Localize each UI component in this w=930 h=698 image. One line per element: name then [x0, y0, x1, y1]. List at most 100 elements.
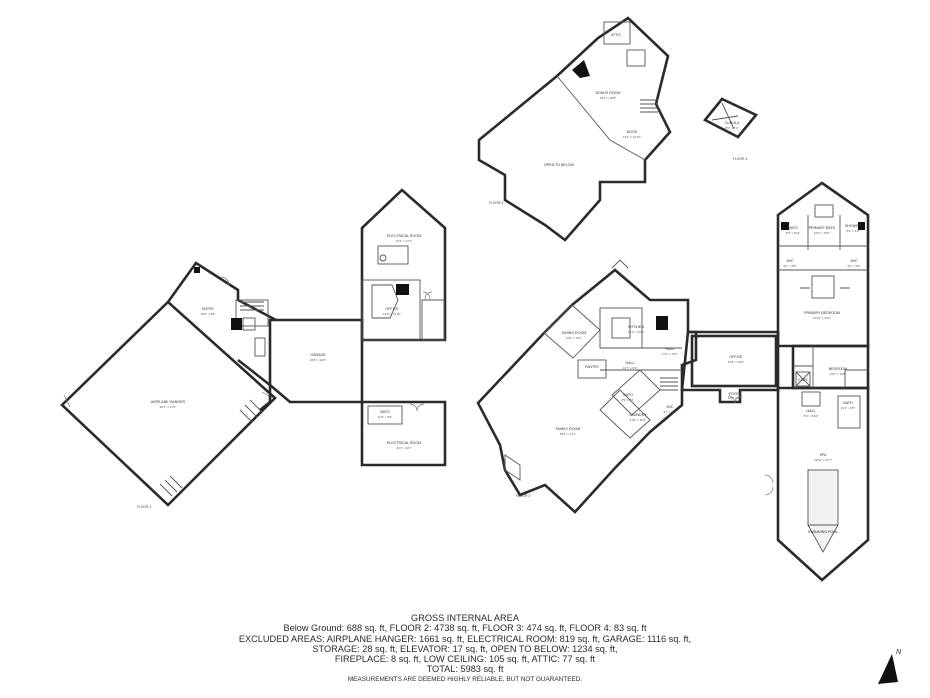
- hangar-entry-walls: [166, 261, 277, 322]
- pool-end: [807, 524, 839, 553]
- room-label-shower: SHOWER: [845, 224, 862, 228]
- room-dim-cupola: 8'2" x 7'3": [725, 126, 738, 130]
- room-label-entry: ENTRY: [202, 307, 215, 311]
- closet-island: [811, 275, 835, 299]
- hangar-steps: [159, 475, 183, 497]
- cupola-frame: [711, 102, 739, 130]
- floor-3-label: FLOOR 3: [489, 201, 504, 205]
- room-dim-family: 25'8" x 21'1": [560, 432, 576, 436]
- room-dim-primary-bedroom: 22'11" x 16'9": [813, 316, 831, 320]
- room-dim-hall-east: 17'2" x 10'7": [662, 352, 678, 356]
- bath-east-room: [837, 395, 861, 429]
- room-label-attic: ATTIC: [611, 33, 622, 37]
- room-label-wic-center: WIC: [667, 405, 674, 409]
- room-label-laundry: LAUNDRY: [629, 413, 647, 417]
- garage-hangar-link: [237, 358, 272, 412]
- room-dim-office-west: 15'0" x 11'10": [383, 312, 401, 316]
- kitchen-island: [611, 317, 631, 339]
- hall-se-room: [801, 391, 821, 407]
- room-dim-primary-bath: 16'0" x 10'0": [814, 231, 830, 235]
- summary-line-floors: Below Ground: 688 sq. ft, FLOOR 2: 4738 …: [283, 623, 647, 634]
- room-label-electrical-upper: ELECTRICAL ROOM: [387, 234, 421, 238]
- room-dim-foyer: 14'0" x 6'3": [728, 396, 743, 400]
- room-label-pool: SWIMMING POOL: [808, 530, 838, 534]
- cupola-walls: [702, 97, 759, 139]
- summary-line-excluded-3: FIREPLACE: 8 sq. ft, LOW CEILING: 105 sq…: [334, 654, 596, 665]
- summary-line-excluded-1: EXCLUDED AREAS: AIRPLANE HANGER: 1661 sq…: [238, 633, 692, 644]
- room-dim-shower: 5'0" x 4'6": [846, 229, 859, 233]
- laundry-room: [599, 389, 651, 439]
- room-dim-hall-se: 8'4" x 6'10": [804, 414, 819, 418]
- bay-window: [504, 454, 521, 481]
- door-swing: [220, 276, 230, 286]
- room-label-bedroom: BEDROOM: [829, 367, 848, 371]
- connector-walls: [680, 330, 780, 404]
- room-dim-bath-east: 10'1" x 5'8": [841, 406, 856, 410]
- room-label-wic-b: WIC: [851, 259, 858, 263]
- north-label: N: [896, 649, 902, 656]
- measurement-disclaimer: MEASUREMENTS ARE DEEMED HIGHLY RELIABLE,…: [347, 675, 583, 683]
- floor-1-plan: FLOOR 1 AIRPLANE HANGER 62'3" x 47'0" EN…: [60, 188, 447, 509]
- column: [858, 222, 865, 230]
- room-label-bonus: BONUS ROOM: [596, 91, 621, 95]
- electrical-room-lower-walls: [360, 400, 447, 467]
- room-label-cupola: CUPOLA: [725, 121, 740, 125]
- room-dim-bonus: 19'7" x 18'8": [600, 96, 616, 100]
- floor-2-label: FLOOR 2: [516, 494, 531, 498]
- elevator-shaft: [795, 371, 811, 387]
- chimney: [396, 284, 409, 295]
- garage-walls: [268, 318, 364, 404]
- room-dim-nook: 13'1" x 12'10": [623, 135, 641, 139]
- room-label-wic-a: WIC: [787, 259, 794, 263]
- entry-stairs: [240, 301, 264, 311]
- closet: [242, 317, 256, 331]
- open-to-below-marker: [611, 259, 629, 269]
- entry-room: [235, 299, 269, 327]
- summary-heading: GROSS INTERNAL AREA: [411, 613, 519, 623]
- office-desk: [371, 284, 399, 319]
- north-arrow-shape: [878, 654, 898, 684]
- spa-walls: [776, 386, 870, 582]
- room-dim-bath-west: 11'6" x 6'6": [378, 415, 393, 419]
- main-west-wing-walls: [476, 268, 698, 514]
- office-annex: [421, 299, 445, 341]
- bedroom-partitions: [793, 346, 868, 388]
- room-dim-hall-center: 13'7" x 5'2": [623, 366, 638, 370]
- room-label-bath-east: BATH: [843, 401, 853, 405]
- electrical-equipment: [377, 245, 409, 265]
- bath-center-room: [611, 369, 661, 416]
- room-label-open-below: OPEN TO BELOW: [544, 163, 575, 167]
- room-label-kitchen: KITCHEN: [628, 325, 644, 329]
- room-label-bath-center: BATH: [623, 393, 633, 397]
- room-dim-office-east: 21'8" x 15'0": [728, 360, 744, 364]
- room-dim-garage: 34'6" x 32'0": [310, 358, 326, 362]
- room-label-family: FAMILY ROOM: [556, 427, 581, 431]
- equipment-tank: [379, 254, 387, 262]
- room-dim-wic-b: 8'1" x 5'0": [847, 264, 860, 268]
- room-label-hall-se: HALL: [807, 409, 816, 413]
- room-label-garage: GARAGE: [310, 353, 326, 357]
- stair-upper: [640, 99, 658, 113]
- fireplace-upper: [572, 60, 590, 78]
- stair-main: [660, 377, 678, 391]
- floor-3-walls: [477, 16, 672, 242]
- room-label-office-east: OFFICE: [729, 355, 743, 359]
- room-label-hall-center: HALL: [626, 361, 635, 365]
- room-dim-hangar: 62'3" x 47'0": [160, 405, 176, 409]
- primary-suite-partitions: [778, 215, 868, 271]
- floor-4-plan: CUPOLA 8'2" x 7'3" FLOOR 4: [702, 97, 759, 161]
- hangar-steps-east: [239, 399, 263, 423]
- room-dim-entry: 10'0" x 9'8": [201, 312, 216, 316]
- floor-3-plan: BONUS ROOM 19'7" x 18'8" NOOK 13'1" x 12…: [477, 16, 672, 242]
- room-label-hangar: AIRPLANE HANGER: [151, 400, 186, 404]
- room-label-spa: SPA: [820, 453, 828, 457]
- room-dim-bath-nw: 8'2" x 5'11": [786, 231, 801, 235]
- summary-total: TOTAL: 5983 sq. ft: [426, 664, 504, 675]
- foyer-door: [727, 395, 743, 404]
- stair-down: [254, 337, 266, 357]
- spa-door: [764, 474, 774, 496]
- room-dim-bath-center: 8'9" x 8'1": [621, 398, 634, 402]
- railing: [556, 75, 646, 161]
- room-label-foyer: FOYER: [729, 392, 742, 396]
- tub: [814, 204, 834, 218]
